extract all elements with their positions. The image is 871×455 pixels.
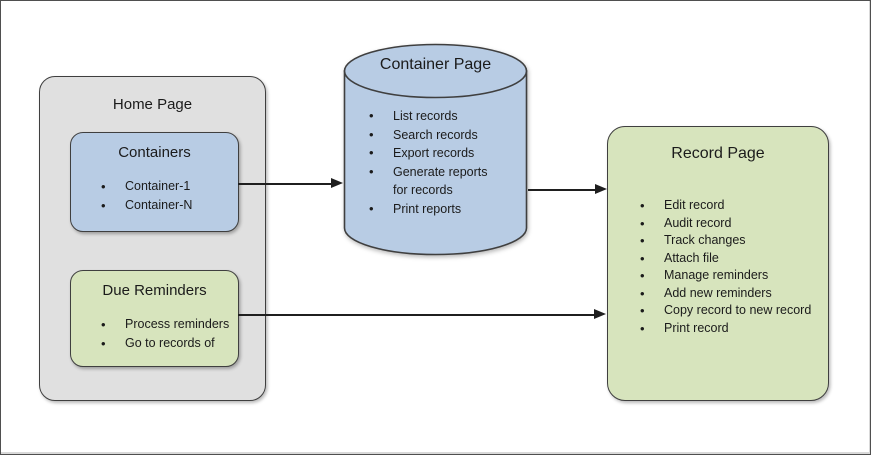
list-item: Print record: [608, 320, 828, 338]
list-item: Export records: [343, 144, 528, 163]
home-page-title: Home Page: [112, 96, 193, 113]
home-page-node: Home Page Containers Container-1 Contain…: [39, 76, 266, 401]
containers-title: Containers: [118, 144, 191, 161]
list-item: Process reminders: [71, 315, 238, 334]
due-reminders-title: Due Reminders: [102, 282, 207, 299]
arrowhead-icon: [331, 178, 343, 188]
list-item: Container-1: [71, 177, 238, 196]
list-item: Track changes: [608, 232, 828, 250]
arrowhead-icon: [594, 309, 606, 319]
container-page-node: Container Page List records Search recor…: [343, 43, 528, 256]
arrow-line: [528, 189, 596, 191]
due-reminders-node: Due Reminders Process reminders Go to re…: [70, 270, 239, 367]
record-page-list: Edit record Audit record Track changes A…: [608, 197, 828, 337]
list-item: Attach file: [608, 250, 828, 268]
list-item: Go to records of: [71, 334, 238, 353]
list-item: Audit record: [608, 215, 828, 233]
list-item: Manage reminders: [608, 267, 828, 285]
list-item: Add new reminders: [608, 285, 828, 303]
list-item: Search records: [343, 126, 528, 145]
due-reminders-list: Process reminders Go to records of: [71, 315, 238, 353]
record-page-node: Record Page Edit record Audit record Tra…: [607, 126, 829, 401]
record-page-title: Record Page: [671, 145, 765, 162]
arrowhead-icon: [595, 184, 607, 194]
container-page-title: Container Page: [379, 56, 492, 73]
arrow-line: [238, 183, 333, 185]
list-item: Copy record to new record: [608, 302, 828, 320]
arrow-line: [238, 314, 595, 316]
list-item: Edit record: [608, 197, 828, 215]
list-item: List records: [343, 107, 528, 126]
containers-list: Container-1 Container-N: [71, 177, 238, 215]
list-item: Container-N: [71, 196, 238, 215]
list-item: Print reports: [343, 200, 528, 219]
list-item: Generate reports for records: [343, 163, 528, 200]
container-page-list: List records Search records Export recor…: [343, 107, 528, 218]
containers-node: Containers Container-1 Container-N: [70, 132, 239, 232]
